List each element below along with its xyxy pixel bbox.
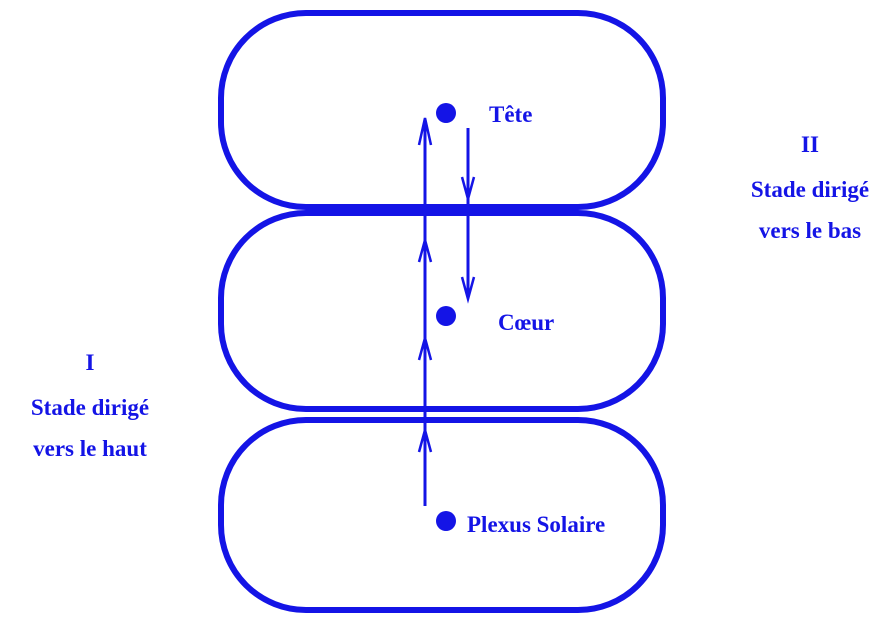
stage-downward-line1: Stade dirigé (751, 177, 869, 202)
stage-upward-line2: vers le haut (33, 436, 147, 461)
upward-arrowhead (417, 333, 433, 361)
upward-arrowhead (417, 117, 433, 146)
downward-arrowhead (460, 276, 476, 304)
plexus-label: Plexus Solaire (467, 512, 605, 537)
stage-upward-numeral: I (86, 350, 95, 375)
middle-capsule (218, 210, 666, 412)
head-node-dot (436, 103, 456, 123)
upward-arrowhead (417, 235, 433, 263)
stage-downward-numeral: II (801, 132, 819, 157)
upward-arrowhead (417, 425, 433, 453)
head-label: Tête (489, 102, 532, 127)
heart-node-dot (436, 306, 456, 326)
downward-arrowhead (460, 176, 476, 204)
stage-downward-line2: vers le bas (759, 218, 861, 243)
stage-upward-line1: Stade dirigé (31, 395, 149, 420)
heart-label: Cœur (498, 310, 554, 335)
plexus-node-dot (436, 511, 456, 531)
bottom-capsule (218, 417, 666, 613)
top-capsule (218, 10, 666, 210)
